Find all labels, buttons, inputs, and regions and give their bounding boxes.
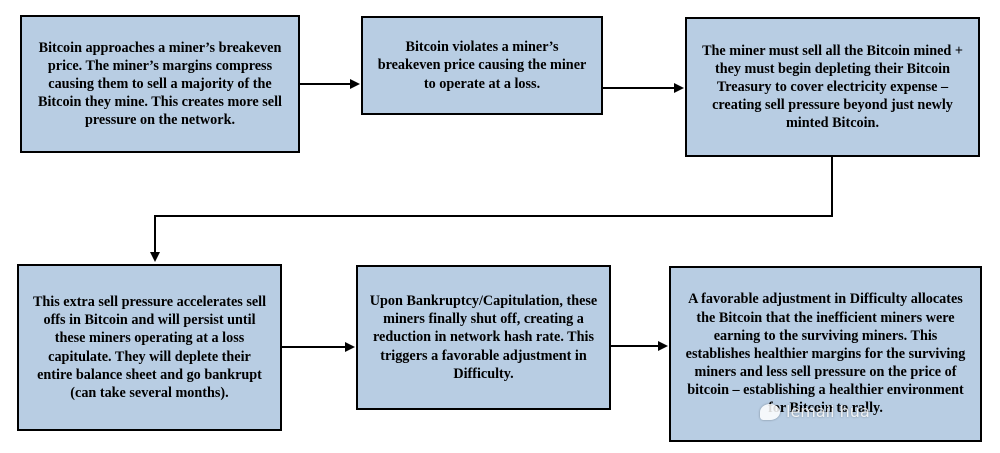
flow-step-1: Bitcoin approaches a miner’s breakeven p…	[20, 15, 300, 153]
flow-step-6: A favorable adjustment in Difficulty all…	[669, 266, 982, 442]
flow-step-2-text: Bitcoin violates a miner’s breakeven pri…	[377, 39, 587, 92]
arrow-step3-to-step4	[150, 157, 833, 262]
flow-step-4: This extra sell pressure accelerates sel…	[17, 264, 282, 431]
flow-step-2: Bitcoin violates a miner’s breakeven pri…	[361, 16, 603, 115]
flow-step-5: Upon Bankruptcy/Capitulation, these mine…	[356, 265, 611, 410]
flow-step-3: The miner must sell all the Bitcoin mine…	[685, 17, 980, 157]
flow-step-1-text: Bitcoin approaches a miner’s breakeven p…	[38, 39, 282, 129]
flow-step-4-text: This extra sell pressure accelerates sel…	[32, 293, 267, 401]
flow-step-3-text: The miner must sell all the Bitcoin mine…	[702, 42, 963, 132]
flow-step-6-text: A favorable adjustment in Difficulty all…	[685, 291, 966, 417]
flow-step-5-text: Upon Bankruptcy/Capitulation, these mine…	[369, 293, 598, 382]
